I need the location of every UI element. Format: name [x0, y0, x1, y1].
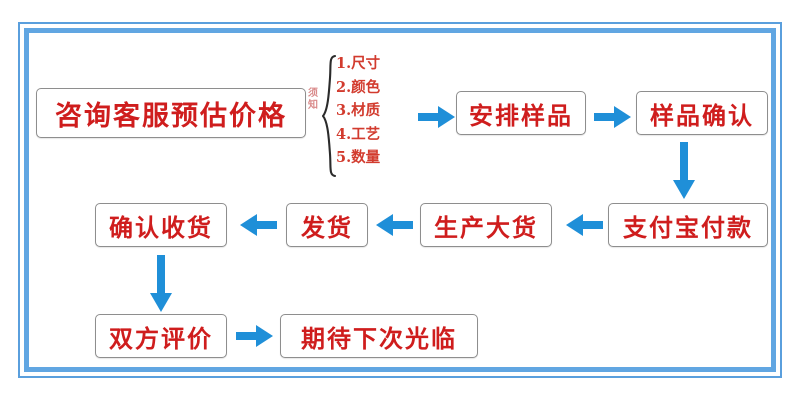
node-ship[interactable]: 发货: [286, 203, 368, 247]
decorative-frame-inner: [24, 28, 776, 372]
node-mutual-review[interactable]: 双方评价: [95, 314, 227, 358]
notice-annotation: 须 知 1.尺寸 2.颜色 3.材质 4.工艺 5.数量: [306, 52, 414, 180]
notice-label-char-1: 须: [308, 88, 318, 99]
notice-list-item: 2.颜色: [336, 78, 381, 96]
node-arrange-sample[interactable]: 安排样品: [456, 91, 586, 135]
curly-brace-icon: [322, 54, 337, 178]
node-welcome-next-visit[interactable]: 期待下次光临: [280, 314, 478, 358]
node-alipay-payment[interactable]: 支付宝付款: [608, 203, 768, 247]
node-consult-price[interactable]: 咨询客服预估价格: [36, 88, 306, 138]
arrow-left-ship-to-receive: [240, 214, 277, 236]
notice-list-item: 3.材质: [336, 102, 381, 119]
node-confirm-receipt[interactable]: 确认收货: [95, 203, 227, 247]
notice-list: 1.尺寸 2.颜色 3.材质 4.工艺 5.数量: [336, 52, 380, 170]
decorative-frame-outer: [18, 22, 782, 378]
notice-label: 须 知: [306, 88, 320, 112]
arrow-right-consult-to-sample: [418, 106, 455, 128]
node-mass-production[interactable]: 生产大货: [420, 203, 552, 247]
arrow-right-sample-to-confirm: [594, 106, 631, 128]
arrow-left-production-to-ship: [376, 214, 413, 236]
notice-label-char-2: 知: [308, 100, 318, 111]
arrow-left-payment-to-production: [566, 214, 603, 236]
arrow-down-confirm-to-payment: [673, 142, 695, 199]
node-sample-confirm[interactable]: 样品确认: [636, 91, 768, 135]
notice-list-item: 4.工艺: [336, 125, 381, 143]
arrow-right-review-to-welcome: [236, 325, 273, 347]
notice-list-item: 5.数量: [336, 149, 381, 166]
notice-list-item: 1.尺寸: [336, 55, 381, 72]
arrow-down-receipt-to-review: [150, 255, 172, 312]
